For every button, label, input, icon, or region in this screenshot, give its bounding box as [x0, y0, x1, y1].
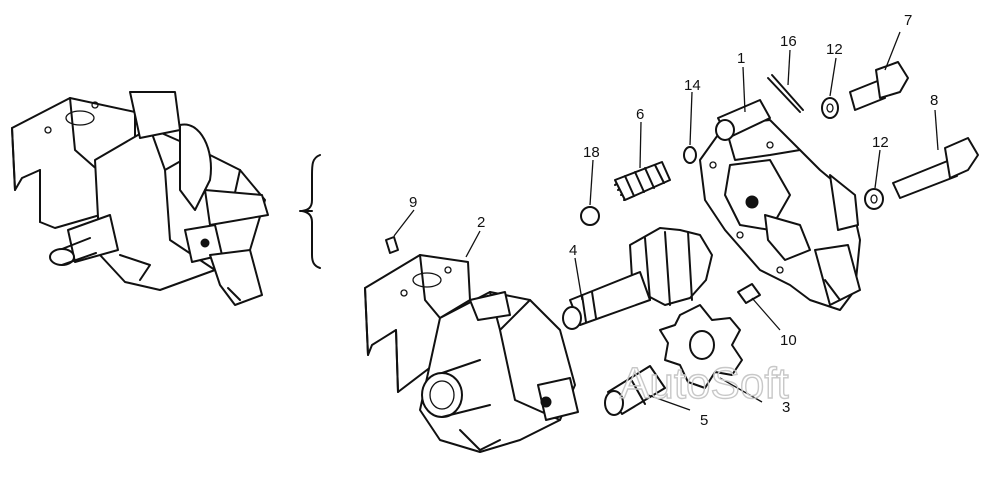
callout-8: 8 [930, 92, 938, 109]
leader-lines [393, 31, 939, 411]
callout-3: 3 [782, 399, 790, 416]
callout-4: 4 [569, 242, 577, 259]
callout-10: 10 [780, 332, 797, 349]
part-6-spring [614, 161, 671, 201]
watermark-text: AutoSoft [620, 359, 789, 408]
callout-1: 1 [737, 50, 745, 67]
part-9-dowel-pin [385, 236, 399, 254]
callout-12-lower: 12 [872, 134, 889, 151]
callout-labels: 1 2 3 4 5 6 7 8 9 10 12 12 14 16 18 [409, 12, 938, 429]
part-4-drive-shaft-gear [562, 227, 713, 330]
part-1-pump-cover [699, 99, 861, 311]
part-18-ball [580, 206, 600, 226]
callout-7: 7 [904, 12, 912, 29]
part-14-washer [683, 146, 697, 164]
part-5-driven-shaft [604, 365, 666, 416]
part-3-driven-gear [659, 304, 743, 389]
callout-2: 2 [477, 214, 485, 231]
callout-14: 14 [684, 77, 701, 94]
callout-5: 5 [700, 412, 708, 429]
callout-18: 18 [583, 144, 600, 161]
callout-16: 16 [780, 33, 797, 50]
part-2-pump-body [364, 254, 579, 453]
callout-9: 9 [409, 194, 417, 211]
part-12-washer-upper [821, 97, 839, 119]
callout-6: 6 [636, 106, 644, 123]
part-7-bolt-short [849, 61, 909, 111]
part-8-bolt-long [892, 137, 979, 199]
part-10-dowel [737, 283, 761, 304]
assembled-pump-drawing [11, 91, 269, 306]
part-12-washer-lower [864, 188, 884, 210]
part-16-cotter-pin [767, 74, 804, 113]
callout-12-upper: 12 [826, 41, 843, 58]
